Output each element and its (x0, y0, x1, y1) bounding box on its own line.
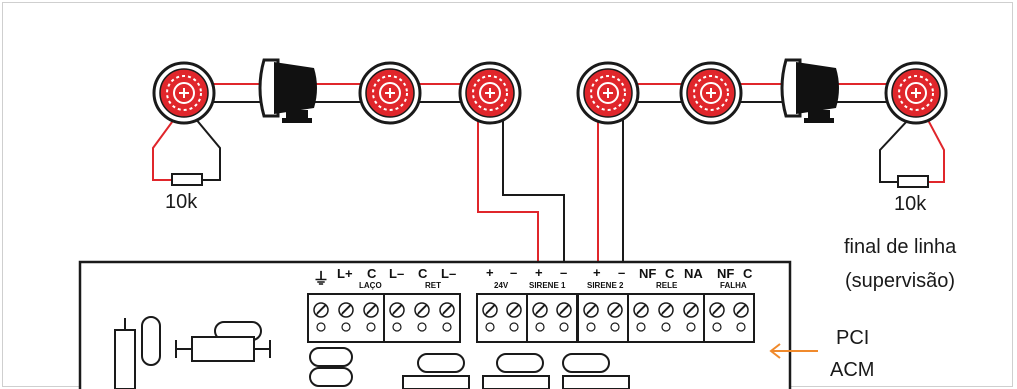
sirene2-drop-wires (597, 120, 624, 262)
terminal-group-rele: RELE (656, 281, 678, 290)
smoke-detector-icon (884, 61, 948, 125)
sirene1-drop-wires (477, 120, 565, 262)
terminal-l-plus: L+ (337, 266, 353, 281)
capacitor-component (114, 316, 161, 389)
terminal-nf: NF (717, 266, 735, 281)
resistor-value-left: 10k (165, 191, 198, 213)
smoke-detector-icon (458, 61, 522, 125)
terminal-block-group-7 (703, 293, 755, 343)
loop-wires-right (607, 83, 916, 103)
resistor-icon (897, 175, 929, 188)
terminal-block-group-1 (307, 293, 385, 343)
smoke-detector-icon (679, 61, 743, 125)
terminal-c: C (418, 266, 428, 281)
loop-wires-left (183, 83, 490, 103)
terminal-group-laco: LAÇO (359, 281, 382, 290)
terminal-block-group-2 (383, 293, 461, 343)
terminal-sirene1-minus: – (560, 265, 568, 280)
terminal-group-sirene2: SIRENE 2 (587, 281, 624, 290)
terminal-sirene2-plus: + (593, 265, 601, 280)
siren-icon (780, 58, 841, 125)
terminal-c: C (743, 266, 753, 281)
terminal-sirene2-minus: – (618, 265, 626, 280)
terminal-sirene1-plus: + (535, 265, 543, 280)
terminal-c: C (367, 266, 377, 281)
terminal-na: NA (684, 266, 703, 281)
eol-wires-right (879, 119, 945, 183)
terminal-l-minus: L– (389, 266, 405, 281)
terminal-group-falha: FALHA (720, 281, 747, 290)
panel-caption-line2: ACM (830, 359, 875, 381)
terminal-group-ret: RET (425, 281, 441, 290)
smoke-detector-icon (358, 61, 422, 125)
panel-pointer-arrow (769, 343, 818, 359)
siren-icon (258, 58, 319, 125)
relay-components (309, 347, 630, 389)
terminal-ground-icon: ⏚ (313, 271, 330, 288)
smoke-detector-icon (576, 61, 640, 125)
panel-caption-line1: PCI (836, 327, 870, 349)
terminal-group-24v: 24V (494, 281, 509, 290)
terminal-nf: NF (639, 266, 657, 281)
terminal-group-sirene1: SIRENE 1 (529, 281, 566, 290)
eol-wires-left (152, 117, 221, 181)
terminal-block-group-4 (526, 293, 578, 343)
fuse-component (175, 321, 271, 362)
terminal-l-minus: L– (441, 266, 457, 281)
eol-caption-line1: final de linha (844, 236, 957, 258)
terminal-c: C (665, 266, 675, 281)
eol-caption-line2: (supervisão) (845, 270, 956, 292)
terminal-24v-plus: + (486, 265, 494, 280)
terminal-24v-minus: – (510, 265, 518, 280)
resistor-value-right: 10k (894, 193, 927, 215)
terminal-block-group-5 (577, 293, 629, 343)
smoke-detector-icon (152, 61, 216, 125)
terminal-block-group-6 (627, 293, 705, 343)
terminal-block-group-3 (476, 293, 528, 343)
resistor-icon (171, 173, 203, 186)
